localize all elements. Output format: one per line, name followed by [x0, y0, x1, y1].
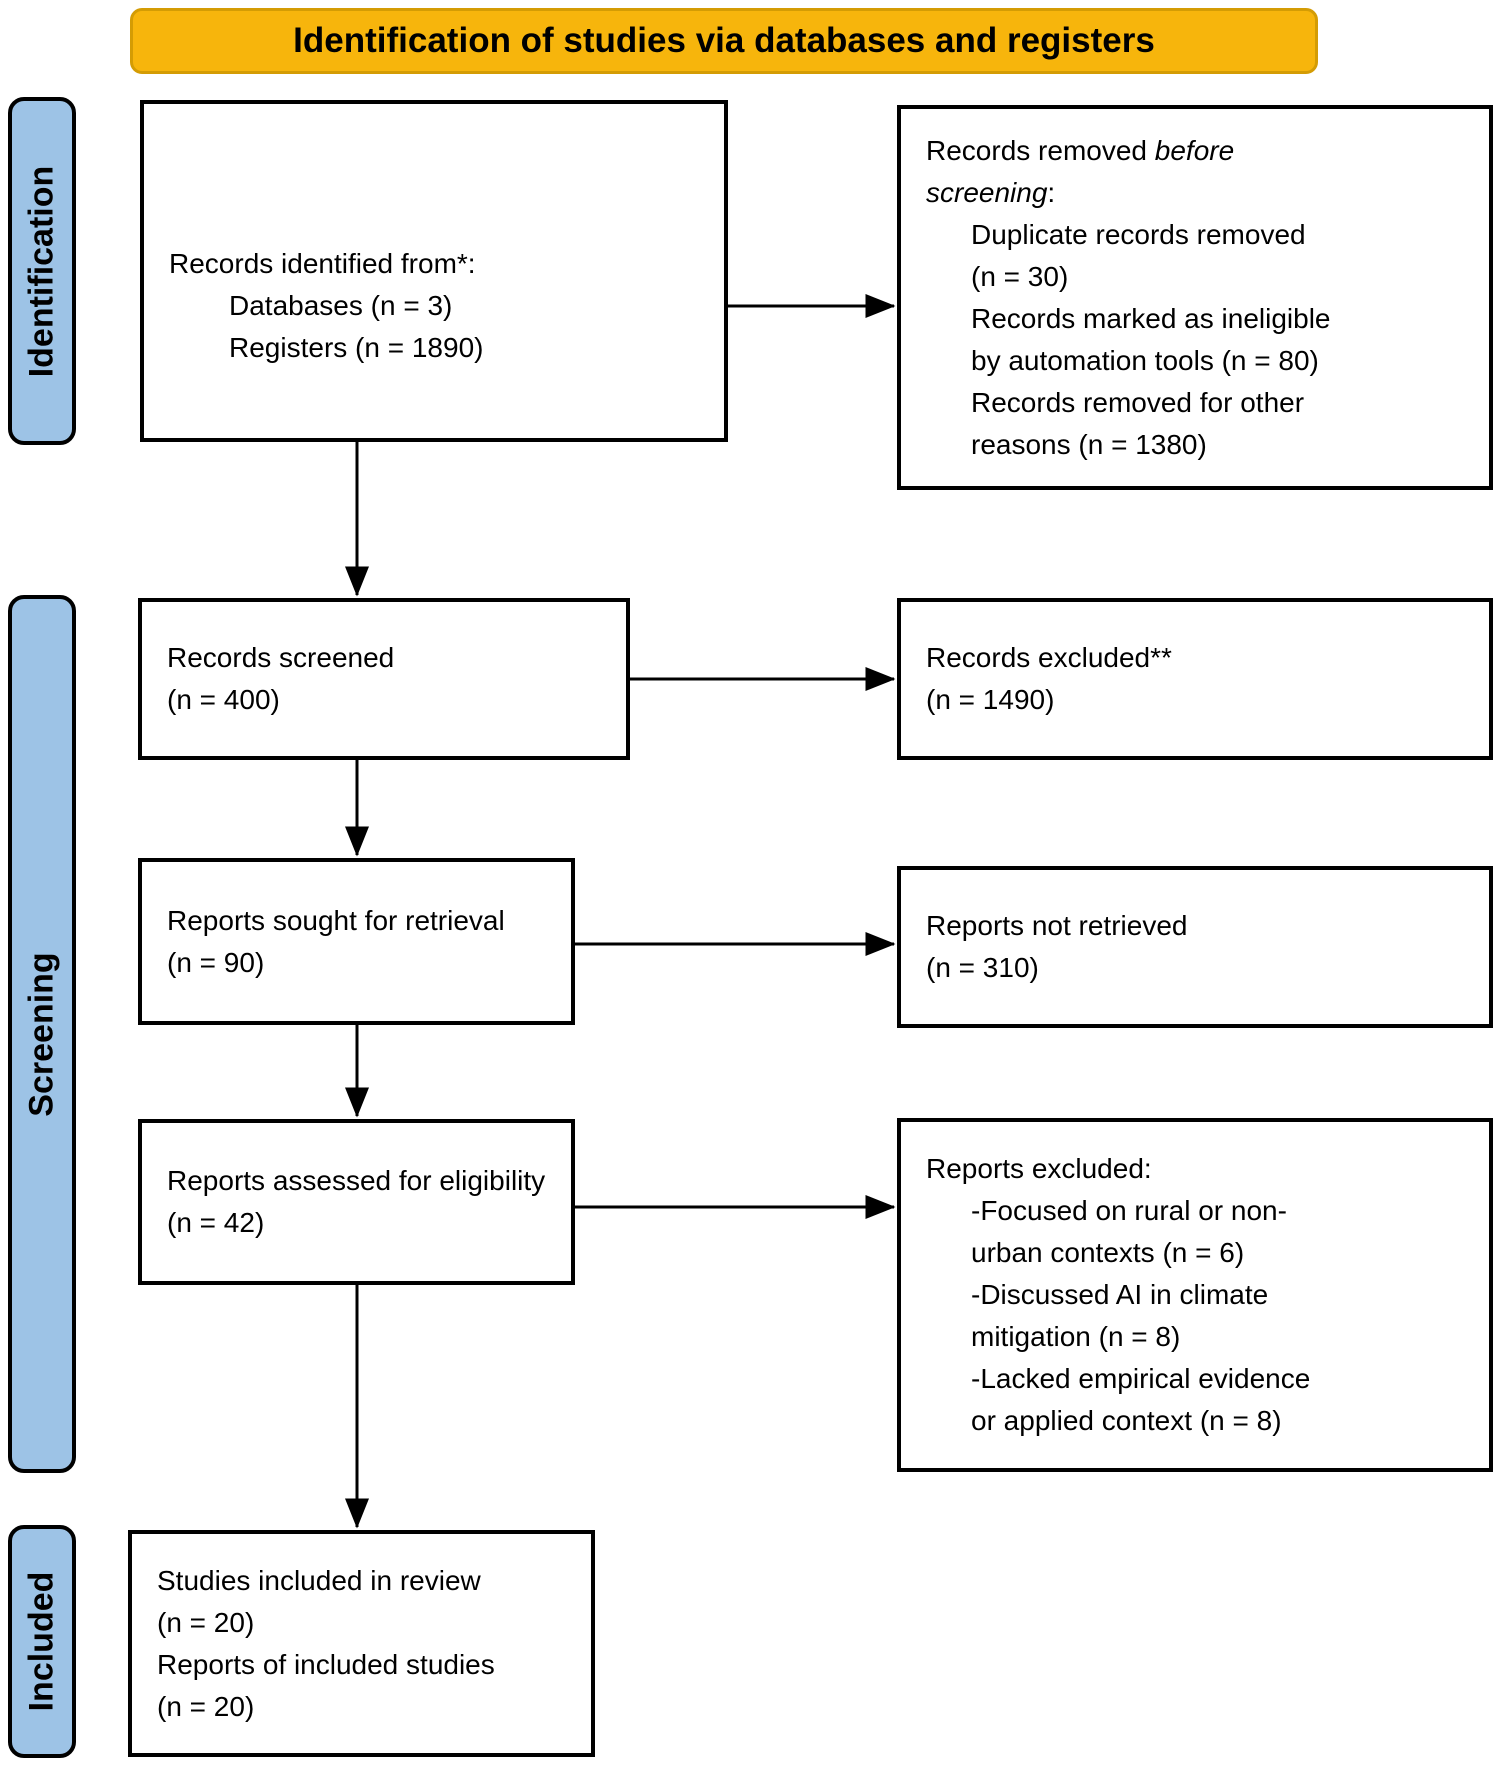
records-removed-title-normal: Records removed	[926, 134, 1155, 166]
box-records-screened: Records screened (n = 400)	[138, 598, 630, 760]
studies-included-text: Studies included in review (n = 20) Repo…	[157, 1564, 495, 1722]
records-removed-title-colon: :	[1047, 176, 1056, 208]
box-reports-sought: Reports sought for retrieval (n = 90)	[138, 858, 575, 1025]
reports-assessed-text: Reports assessed for eligibility (n = 42…	[167, 1165, 546, 1238]
box-studies-included: Studies included in review (n = 20) Repo…	[128, 1530, 595, 1757]
box-records-identified: Records identified from*: Databases (n =…	[140, 100, 728, 442]
reports-not-retrieved-text: Reports not retrieved (n = 310)	[926, 910, 1188, 983]
banner-title: Identification of studies via databases …	[293, 21, 1155, 60]
box-records-removed-before-screening: Records removed before screening: Duplic…	[897, 105, 1493, 490]
records-identified-items: Databases (n = 3) Registers (n = 1890)	[229, 290, 484, 363]
records-removed-items: Duplicate records removed (n = 30) Recor…	[971, 218, 1331, 460]
reports-excluded-title: Reports excluded:	[926, 1153, 1152, 1184]
stage-label-identification-text: Identification	[22, 165, 61, 377]
reports-sought-text: Reports sought for retrieval (n = 90)	[167, 904, 505, 978]
box-reports-not-retrieved: Reports not retrieved (n = 310)	[897, 866, 1493, 1028]
box-reports-excluded: Reports excluded: -Focused on rural or n…	[897, 1118, 1493, 1472]
reports-excluded-items: -Focused on rural or non- urban contexts…	[971, 1195, 1311, 1436]
records-screened-text: Records screened (n = 400)	[167, 642, 395, 715]
stage-label-identification: Identification	[8, 97, 76, 445]
stage-label-screening-text: Screening	[22, 951, 61, 1117]
banner-identification-of-studies: Identification of studies via databases …	[130, 8, 1318, 74]
records-identified-title: Records identified from*:	[169, 248, 476, 279]
box-records-excluded: Records excluded** (n = 1490)	[897, 598, 1493, 760]
records-removed-title-italic: before screening	[926, 134, 1235, 208]
stage-label-included-text: Included	[22, 1571, 61, 1712]
stage-label-included: Included	[8, 1525, 76, 1758]
records-removed-title: Records removed before screening:	[926, 130, 1234, 214]
records-excluded-text: Records excluded** (n = 1490)	[926, 642, 1172, 715]
stage-label-screening: Screening	[8, 595, 76, 1473]
box-reports-assessed: Reports assessed for eligibility (n = 42…	[138, 1119, 575, 1285]
